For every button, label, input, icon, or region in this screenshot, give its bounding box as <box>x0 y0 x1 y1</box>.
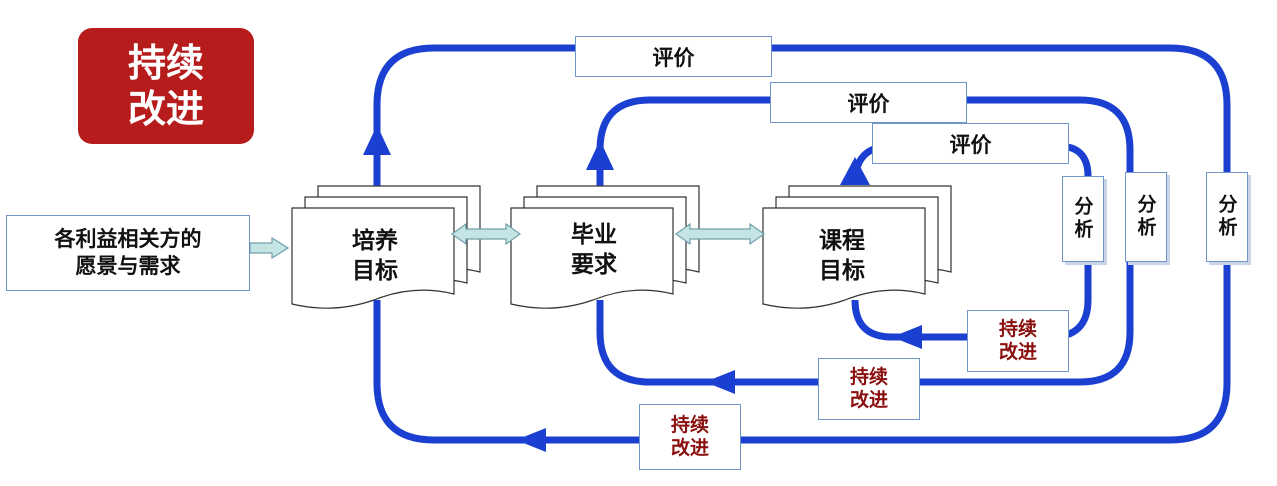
doc-1-line-1: 培养 <box>352 228 398 254</box>
input-arrow <box>249 236 290 260</box>
middle-up-arrowhead <box>586 140 614 170</box>
improvement-box-outer: 持续 改进 <box>639 404 741 470</box>
inner-up-arrowhead <box>840 157 870 185</box>
analysis-box-middle: 分析 <box>1125 172 1167 262</box>
doc-2-line-2: 要求 <box>571 252 617 278</box>
stakeholder-line-2: 愿景与需求 <box>75 254 181 278</box>
improvement-inner-line-1: 持续 <box>998 318 1037 340</box>
improvement-outer-line-1: 持续 <box>670 414 709 436</box>
doc-1-line-2: 目标 <box>352 258 398 284</box>
analysis-box-outer: 分析 <box>1206 172 1248 262</box>
improvement-middle-line-2: 改进 <box>849 389 888 411</box>
improvement-box-inner: 持续 改进 <box>967 310 1069 372</box>
middle-left-arrowhead <box>705 370 735 394</box>
improvement-box-middle: 持续 改进 <box>818 358 920 420</box>
improvement-inner-line-2: 改进 <box>998 341 1037 363</box>
double-arrow-2 <box>674 222 766 246</box>
document-stack-1 <box>291 185 481 309</box>
document-stack-2 <box>510 185 700 309</box>
inner-left-arrowhead <box>892 325 922 349</box>
title-badge: 持续 改进 <box>78 28 254 144</box>
outer-up-arrowhead <box>363 125 391 155</box>
improvement-middle-line-1: 持续 <box>849 366 888 388</box>
doc-2-line-1: 毕业 <box>571 222 617 248</box>
doc-3-line-1: 课程 <box>819 228 865 254</box>
evaluation-box-outer: 评价 <box>575 36 772 77</box>
double-arrow-1 <box>450 222 522 246</box>
improvement-outer-line-2: 改进 <box>670 437 709 459</box>
outer-left-arrowhead <box>516 428 546 452</box>
title-line-2: 改进 <box>127 87 204 131</box>
stakeholder-box: 各利益相关方的 愿景与需求 <box>6 215 250 291</box>
doc-training-objectives: 培养 目标 <box>330 226 420 286</box>
evaluation-box-middle: 评价 <box>770 82 967 123</box>
analysis-box-inner: 分析 <box>1062 176 1104 262</box>
stakeholder-line-1: 各利益相关方的 <box>54 227 202 251</box>
doc-course-objectives: 课程 目标 <box>797 226 887 286</box>
title-line-1: 持续 <box>127 41 204 85</box>
evaluation-box-inner: 评价 <box>872 123 1069 164</box>
document-stack-3 <box>762 185 952 309</box>
doc-graduation-requirements: 毕业 要求 <box>549 220 639 280</box>
doc-3-line-2: 目标 <box>819 258 865 284</box>
